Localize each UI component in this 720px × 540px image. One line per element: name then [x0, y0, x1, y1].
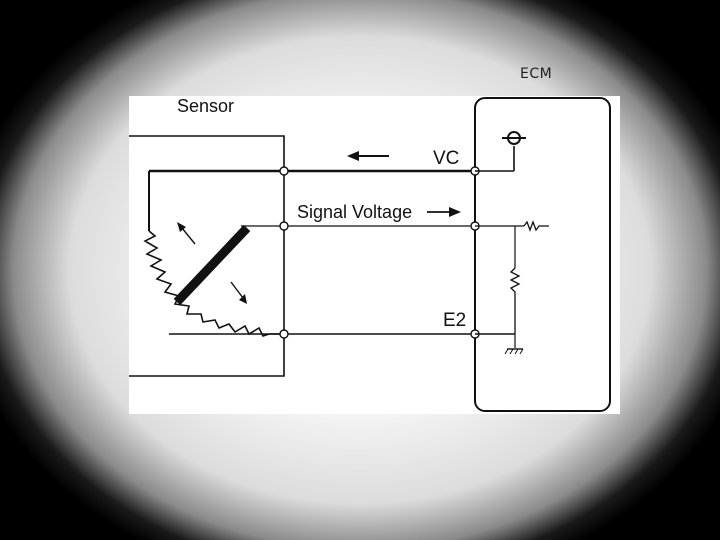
- e2-label: E2: [443, 310, 466, 331]
- sensor-box: [129, 135, 285, 377]
- slide-title: ECM: [520, 66, 553, 82]
- wiper-arrow-up-head: [177, 222, 186, 232]
- sensor-label: Sensor: [177, 96, 234, 116]
- wiper-arrow-down-line: [230, 281, 244, 299]
- ecm-box: [474, 97, 611, 412]
- ecm-shunt-resistor: [509, 267, 521, 334]
- wiper-arrow-down-head: [239, 294, 247, 304]
- signal-voltage-label: Signal Voltage: [297, 202, 412, 222]
- wiper-arrow-up-line: [181, 227, 196, 245]
- vc-label: VC: [433, 148, 459, 169]
- potentiometer-resistor: [143, 230, 284, 337]
- sensor-terminal-e2: [279, 329, 289, 339]
- ground-hatch-4: [519, 348, 524, 355]
- signal-arrow-head: [449, 207, 461, 217]
- sensor-terminal-signal: [279, 221, 289, 231]
- ground-hatch-2: [509, 348, 514, 355]
- ecm-series-resistor: [523, 220, 549, 232]
- wiper-bar: [173, 224, 251, 306]
- vc-arrow-head: [347, 151, 359, 161]
- ground-hatch-3: [514, 348, 519, 355]
- sensor-terminal-vc: [279, 166, 289, 176]
- circuit-diagram-panel: Sensor VC Signal Voltage E2: [129, 96, 620, 414]
- ground-hatch-1: [504, 348, 509, 355]
- circuit-diagram: Sensor VC Signal Voltage E2: [129, 96, 611, 412]
